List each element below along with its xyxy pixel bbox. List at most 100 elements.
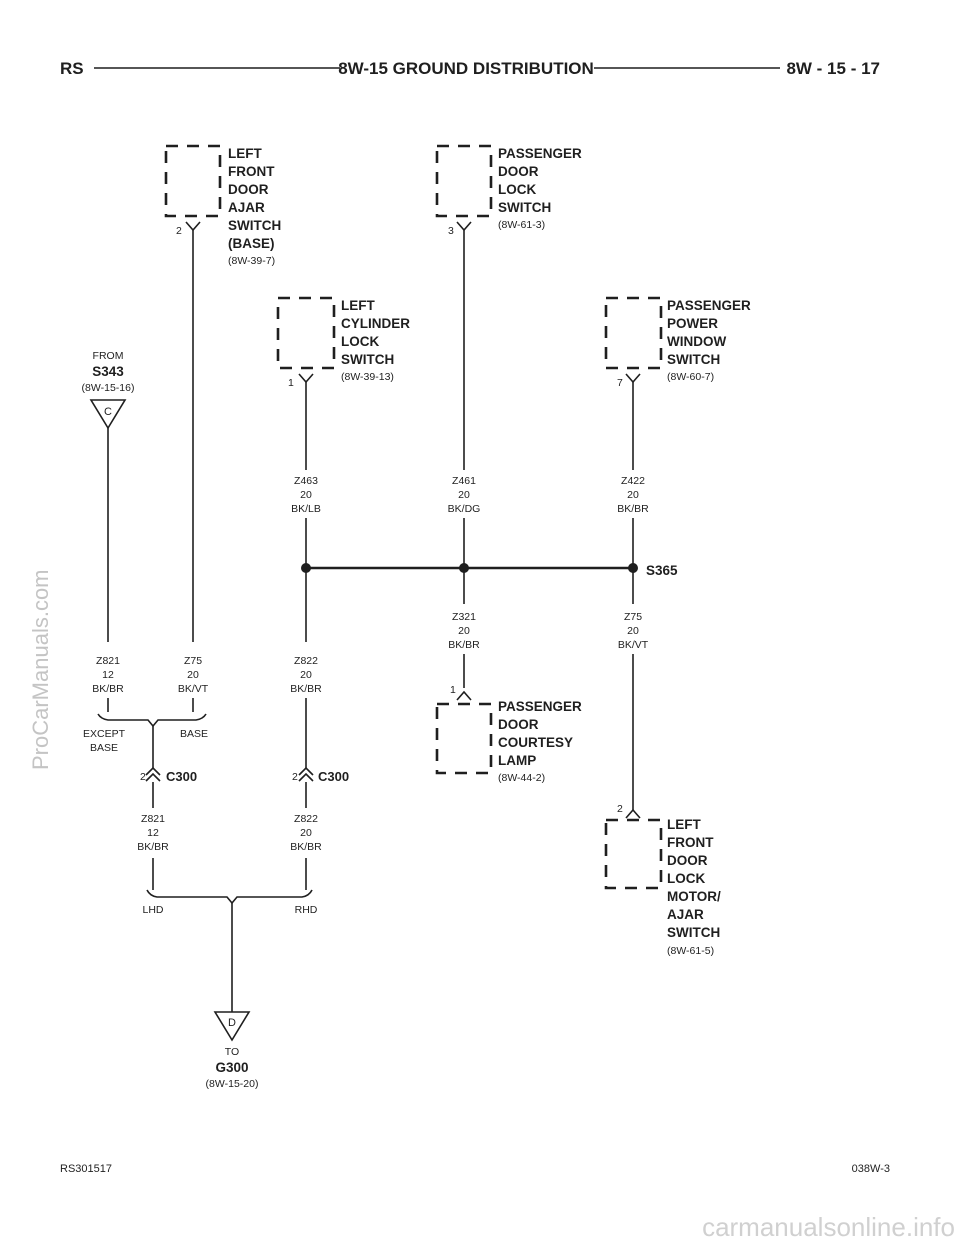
header-section-code: RS [60,59,84,78]
wire-color: BK/BR [137,841,169,853]
component-label: MOTOR/ [667,889,721,904]
component-label: DOOR [228,182,269,197]
wire-label-z821-top: Z821 12 BK/BR [92,655,124,695]
lhd-rhd-split-bracket [146,889,313,905]
wire-code: Z821 [141,813,165,825]
wire-code: Z75 [624,611,642,623]
figure-code: 038W-3 [852,1163,890,1175]
from-ref: (8W-15-16) [82,382,135,394]
component-label: LEFT [228,146,262,161]
wire-code: Z422 [621,475,645,487]
component-label: FRONT [228,164,275,179]
connector-c300-right: 2 C300 [292,766,349,784]
option-label: LHD [142,904,163,916]
pin-number: 2 [617,803,623,815]
pin-terminal [298,373,314,384]
from-splice-name: S343 [92,364,124,379]
pin-terminal [456,690,472,701]
component-ref: (8W-61-3) [498,219,545,231]
component-label: LEFT [341,298,375,313]
wire-color: BK/LB [291,503,321,515]
pin-number: 7 [617,377,623,389]
component-label: PASSENGER [667,298,751,313]
component-label: LOCK [341,334,379,349]
component-label: DOOR [498,717,539,732]
wire-color: BK/BR [617,503,649,515]
pin-number: 3 [448,225,454,237]
to-ref: (8W-15-20) [206,1078,259,1090]
lf-door-lock-motor-ajar-switch: 2 LEFT FRONT DOOR LOCK MOTOR/ AJAR SWITC… [604,803,721,957]
component-label: SWITCH [498,200,551,215]
component-box [164,144,222,218]
component-label: WINDOW [667,334,726,349]
wire-code: Z822 [294,813,318,825]
component-label: AJAR [667,907,704,922]
pin-number: 1 [288,377,294,389]
wire-gauge: 20 [300,827,312,839]
component-box [435,144,493,218]
component-ref: (8W-61-5) [667,945,714,957]
wire-gauge: 20 [627,489,639,501]
component-box [604,818,663,890]
wire-color: BK/DG [448,503,481,515]
wire-gauge: 20 [187,669,199,681]
wire-label-z75-left: Z75 20 BK/VT [178,655,209,695]
component-label: CYLINDER [341,316,410,331]
connector-marker: C [104,406,112,418]
component-label: SWITCH [667,925,720,940]
pin-number: 2 [176,225,182,237]
component-ref: (8W-44-2) [498,772,545,784]
wire-code: Z821 [96,655,120,667]
figure-id: RS301517 [60,1163,112,1175]
wire-code: Z822 [294,655,318,667]
wire-code: Z461 [452,475,476,487]
component-label: DOOR [667,853,708,868]
wire-code: Z75 [184,655,202,667]
wire-color: BK/VT [618,639,649,651]
pin-terminal [185,221,201,232]
connector-icon [298,766,314,782]
component-label: FRONT [667,835,714,850]
from-label: FROM [93,350,124,362]
option-label: BASE [90,742,118,754]
side-watermark: ProCarManuals.com [28,569,53,770]
wire-gauge: 12 [102,669,114,681]
wire-code: Z463 [294,475,318,487]
component-label: LOCK [498,182,536,197]
to-g300-reference: D TO G300 (8W-15-20) [206,1011,259,1090]
splice-name: S365 [646,563,678,578]
component-label: POWER [667,316,718,331]
component-label: PASSENGER [498,699,582,714]
to-label: TO [225,1046,239,1058]
wire-gauge: 20 [458,489,470,501]
off-page-connector-icon [213,1011,251,1042]
wire-label-z822-top: Z822 20 BK/BR [290,655,322,695]
component-label: SWITCH [667,352,720,367]
wire-color: BK/BR [92,683,124,695]
page-number: 8W - 15 - 17 [786,59,880,78]
wire-color: BK/VT [178,683,209,695]
wire-gauge: 20 [300,489,312,501]
component-box [604,296,663,370]
ground-name: G300 [215,1060,248,1075]
from-s343-reference: FROM S343 (8W-15-16) C [82,350,135,430]
pin-number: 2 [292,771,298,783]
component-label: SWITCH [341,352,394,367]
passenger-door-lock-switch: PASSENGER DOOR LOCK SWITCH (8W-61-3) 3 [435,144,582,237]
wire-color: BK/BR [448,639,480,651]
wire-color: BK/BR [290,841,322,853]
off-page-connector-icon [89,399,127,430]
wire-label-z822-bot: Z822 20 BK/BR [290,813,322,853]
option-label: EXCEPT [83,728,126,740]
wire-label-z461: Z461 20 BK/DG [448,475,481,515]
wire-label-z321: Z321 20 BK/BR [448,611,480,651]
wire-code: Z321 [452,611,476,623]
component-label: DOOR [498,164,539,179]
wire-gauge: 20 [300,669,312,681]
component-box [435,702,493,775]
component-label: (BASE) [228,236,275,251]
component-label: SWITCH [228,218,281,233]
pin-number: 1 [450,684,456,696]
option-label: BASE [180,728,208,740]
